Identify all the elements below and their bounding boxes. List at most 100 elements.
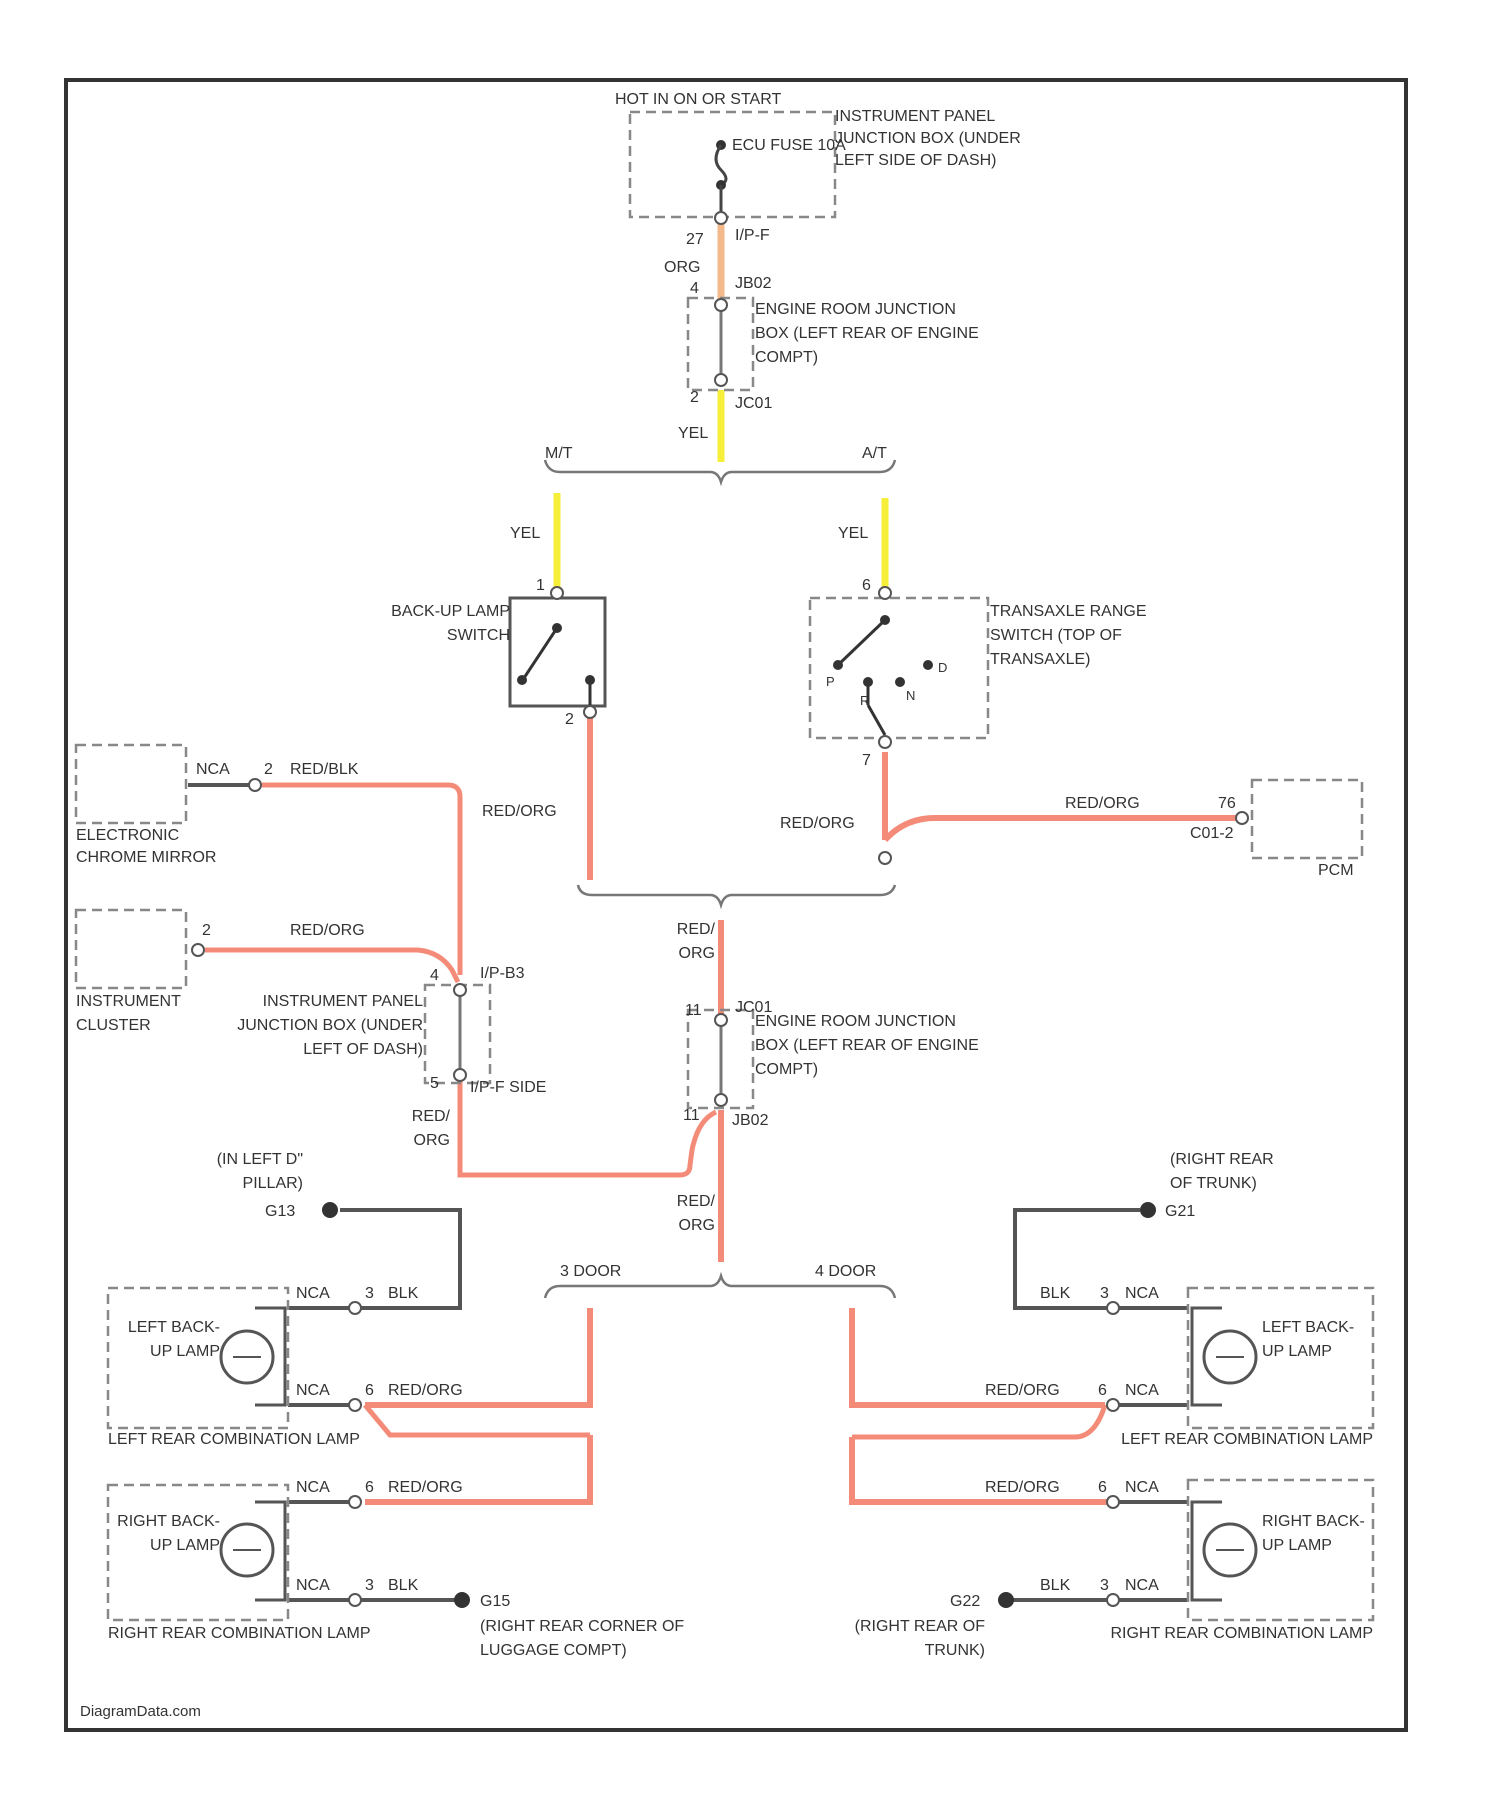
engine-mid-wire-out: RED/ ORG (660, 1190, 715, 1238)
backup-switch-label: BACK-UP LAMP SWITCH (350, 600, 510, 648)
bulb-icon (1192, 1308, 1256, 1405)
ip-junction-box-top (630, 112, 835, 217)
r3-assembly-label: RIGHT REAR COMBINATION LAMP (108, 1622, 408, 1646)
l3-gnd-wire: BLK (388, 1285, 419, 1302)
ground-icon (1140, 1202, 1156, 1218)
mt-out-wire: RED/ORG (482, 803, 557, 820)
r4-lamp-label-wrap: RIGHT BACK-UP LAMP (1262, 1510, 1370, 1590)
mirror-tag: NCA (196, 761, 230, 778)
power-label: HOT IN ON OR START (615, 91, 781, 108)
cluster-label-wrap: INSTRUMENT CLUSTER (76, 990, 226, 1050)
l4-lamp-label: LEFT BACK-UP LAMP (1262, 1316, 1370, 1364)
r3-gnd-pin: 3 (365, 1577, 374, 1594)
engine-mid-wire-out-wrap: RED/ ORG (660, 1190, 715, 1250)
range-contact-n (895, 677, 905, 687)
r3-pwr-wire: RED/ORG (388, 1479, 463, 1496)
l3-pwr-pin: 6 (365, 1382, 374, 1399)
mirror-box (76, 745, 186, 823)
conn-jb02: JB02 (735, 275, 772, 292)
range-switch-label-wrap: TRANSAXLE RANGE SWITCH (TOP OF TRANSAXLE… (990, 600, 1170, 700)
g21-location: (RIGHT REAR OF TRUNK) (1170, 1148, 1300, 1196)
mt-wire-label: YEL (510, 525, 540, 542)
wire-red-4door-b (852, 1437, 1110, 1502)
r4-gnd-pin: 3 (1100, 1577, 1109, 1594)
l4-assembly-label-wrap: LEFT REAR COMBINATION LAMP (1075, 1428, 1373, 1483)
ip-mid-wire: RED/ ORG (390, 1105, 450, 1153)
pcm-box (1252, 780, 1362, 858)
l3-lamp-label: LEFT BACK-UP LAMP (112, 1316, 220, 1364)
g21-location-wrap: (RIGHT REAR OF TRUNK) (1170, 1148, 1300, 1203)
g15-id: G15 (480, 1593, 510, 1610)
wire-red-blk-mirror (262, 785, 460, 975)
l3-pwr-tag: NCA (296, 1382, 330, 1399)
switch-blade (524, 628, 557, 678)
mt-pin-in: 1 (536, 577, 545, 594)
wire-red-cluster (205, 950, 458, 982)
range-contact-d (923, 660, 933, 670)
at-out-wire: RED/ORG (780, 815, 855, 832)
l4-lamp-label-wrap: LEFT BACK-UP LAMP (1262, 1316, 1370, 1396)
engine-mid-conn-bottom: JB02 (732, 1112, 769, 1129)
conn-jc01: JC01 (735, 395, 772, 412)
engine-mid-wire-in-wrap: RED/ ORG (660, 918, 715, 978)
cluster-box (76, 910, 186, 988)
pcm-pin: 76 (1218, 795, 1236, 812)
watermark: DiagramData.com (80, 1703, 201, 1720)
g15-location-wrap: (RIGHT REAR CORNER OF LUGGAGE COMPT) (480, 1615, 730, 1690)
r4-gnd-tag: NCA (1125, 1577, 1159, 1594)
at-label: A/T (862, 445, 887, 462)
r3-assembly-label-wrap: RIGHT REAR COMBINATION LAMP (108, 1622, 408, 1677)
r4-pwr-tag: NCA (1125, 1479, 1159, 1496)
wire-red-pcm (885, 818, 1240, 840)
door-4-label: 4 DOOR (815, 1263, 876, 1280)
r4-gnd-wire: BLK (1040, 1577, 1071, 1594)
ip-mid-pin-top: 4 (430, 967, 439, 984)
mt-pin-out: 2 (565, 711, 574, 728)
pin-27: 27 (686, 231, 704, 248)
r3-lamp-label: RIGHT BACK-UP LAMP (112, 1510, 220, 1558)
ip-junction-mid-label-wrap: INSTRUMENT PANEL JUNCTION BOX (UNDER LEF… (228, 990, 423, 1100)
engine-junction-top-label-wrap: ENGINE ROOM JUNCTION BOX (LEFT REAR OF E… (755, 298, 985, 398)
r3-pwr-pin: 6 (365, 1479, 374, 1496)
mirror-pin: 2 (264, 761, 273, 778)
at-pin-in: 6 (862, 577, 871, 594)
pcm-conn: C01-2 (1190, 825, 1234, 842)
engine-mid-pin-top: 11 (685, 1002, 702, 1019)
r3-gnd-tag: NCA (296, 1577, 330, 1594)
l4-assembly-label: LEFT REAR COMBINATION LAMP (1075, 1428, 1373, 1452)
range-pos-p: P (826, 674, 835, 689)
cluster-pin: 2 (202, 922, 211, 939)
bulb-icon (221, 1308, 285, 1405)
r4-lamp-label: RIGHT BACK-UP LAMP (1262, 1510, 1370, 1558)
engine-mid-pin-bottom: 11 (683, 1107, 700, 1124)
l3-gnd-tag: NCA (296, 1285, 330, 1302)
ground-icon (998, 1592, 1014, 1608)
mt-label: M/T (545, 445, 573, 462)
at-pin-out: 7 (862, 752, 871, 769)
ip-mid-conn-bottom: I/P-F SIDE (470, 1079, 546, 1096)
range-switch-label: TRANSAXLE RANGE SWITCH (TOP OF TRANSAXLE… (990, 600, 1170, 672)
r3-lamp-label-wrap: RIGHT BACK-UP LAMP (112, 1510, 220, 1590)
ground-icon (322, 1202, 338, 1218)
ip-junction-mid-label: INSTRUMENT PANEL JUNCTION BOX (UNDER LEF… (228, 990, 423, 1062)
range-pos-d: D (938, 660, 947, 675)
g22-id: G22 (950, 1593, 980, 1610)
range-blade (838, 620, 885, 665)
fuse-icon (716, 145, 726, 185)
cluster-label: INSTRUMENT CLUSTER (76, 990, 226, 1038)
g22-location-wrap: (RIGHT REAR OF TRUNK) (845, 1615, 985, 1670)
g13-location-wrap: (IN LEFT D" PILLAR) (178, 1148, 303, 1203)
ground-icon (454, 1592, 470, 1608)
mirror-label-wrap: ELECTRONIC CHROME MIRROR (76, 825, 226, 905)
range-contact-p (833, 660, 843, 670)
cluster-wire: RED/ORG (290, 922, 365, 939)
pin-2-jc01: 2 (690, 389, 699, 406)
r3-pwr-tag: NCA (296, 1479, 330, 1496)
l3-assembly-label: LEFT REAR COMBINATION LAMP (108, 1428, 408, 1452)
wire-yel-label: YEL (678, 425, 708, 442)
engine-junction-mid-label: ENGINE ROOM JUNCTION BOX (LEFT REAR OF E… (755, 1010, 985, 1082)
wire-red-4door-split (852, 1405, 1105, 1437)
g22-location: (RIGHT REAR OF TRUNK) (845, 1615, 985, 1663)
l4-gnd-pin: 3 (1100, 1285, 1109, 1302)
